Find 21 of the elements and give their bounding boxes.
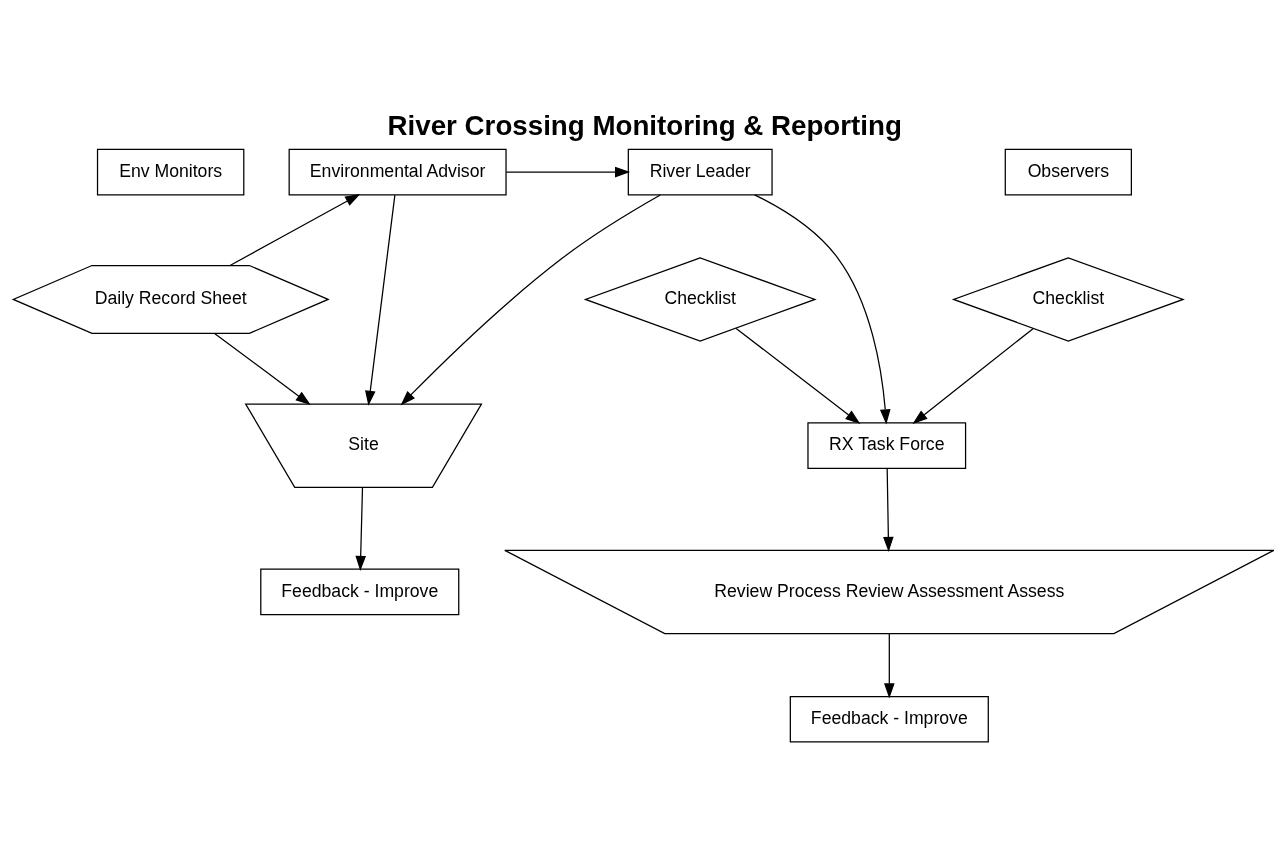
diagram-title: River Crossing Monitoring & Reporting xyxy=(387,109,902,141)
arrow xyxy=(229,193,361,266)
arrow xyxy=(735,327,861,424)
arrow xyxy=(505,166,631,177)
node-box: Feedback - Improve xyxy=(789,695,989,743)
node-box: Env Monitors xyxy=(96,148,245,195)
arrow xyxy=(400,193,661,405)
arrow xyxy=(884,632,895,698)
arrow xyxy=(365,193,396,406)
arrow xyxy=(912,327,1034,424)
node-box: Environmental Advisor xyxy=(288,148,507,195)
node-box: RX Task Force xyxy=(807,421,967,469)
arrow xyxy=(883,467,894,552)
arrow xyxy=(355,486,366,571)
arrow xyxy=(214,332,311,405)
arrow xyxy=(753,193,891,424)
node-diamond: Checklist xyxy=(583,256,817,342)
node-box: Observers xyxy=(1004,148,1132,195)
node-box: Feedback - Improve xyxy=(260,568,460,615)
node-box: River Leader xyxy=(627,148,773,195)
node-diamond: Checklist xyxy=(951,256,1185,342)
